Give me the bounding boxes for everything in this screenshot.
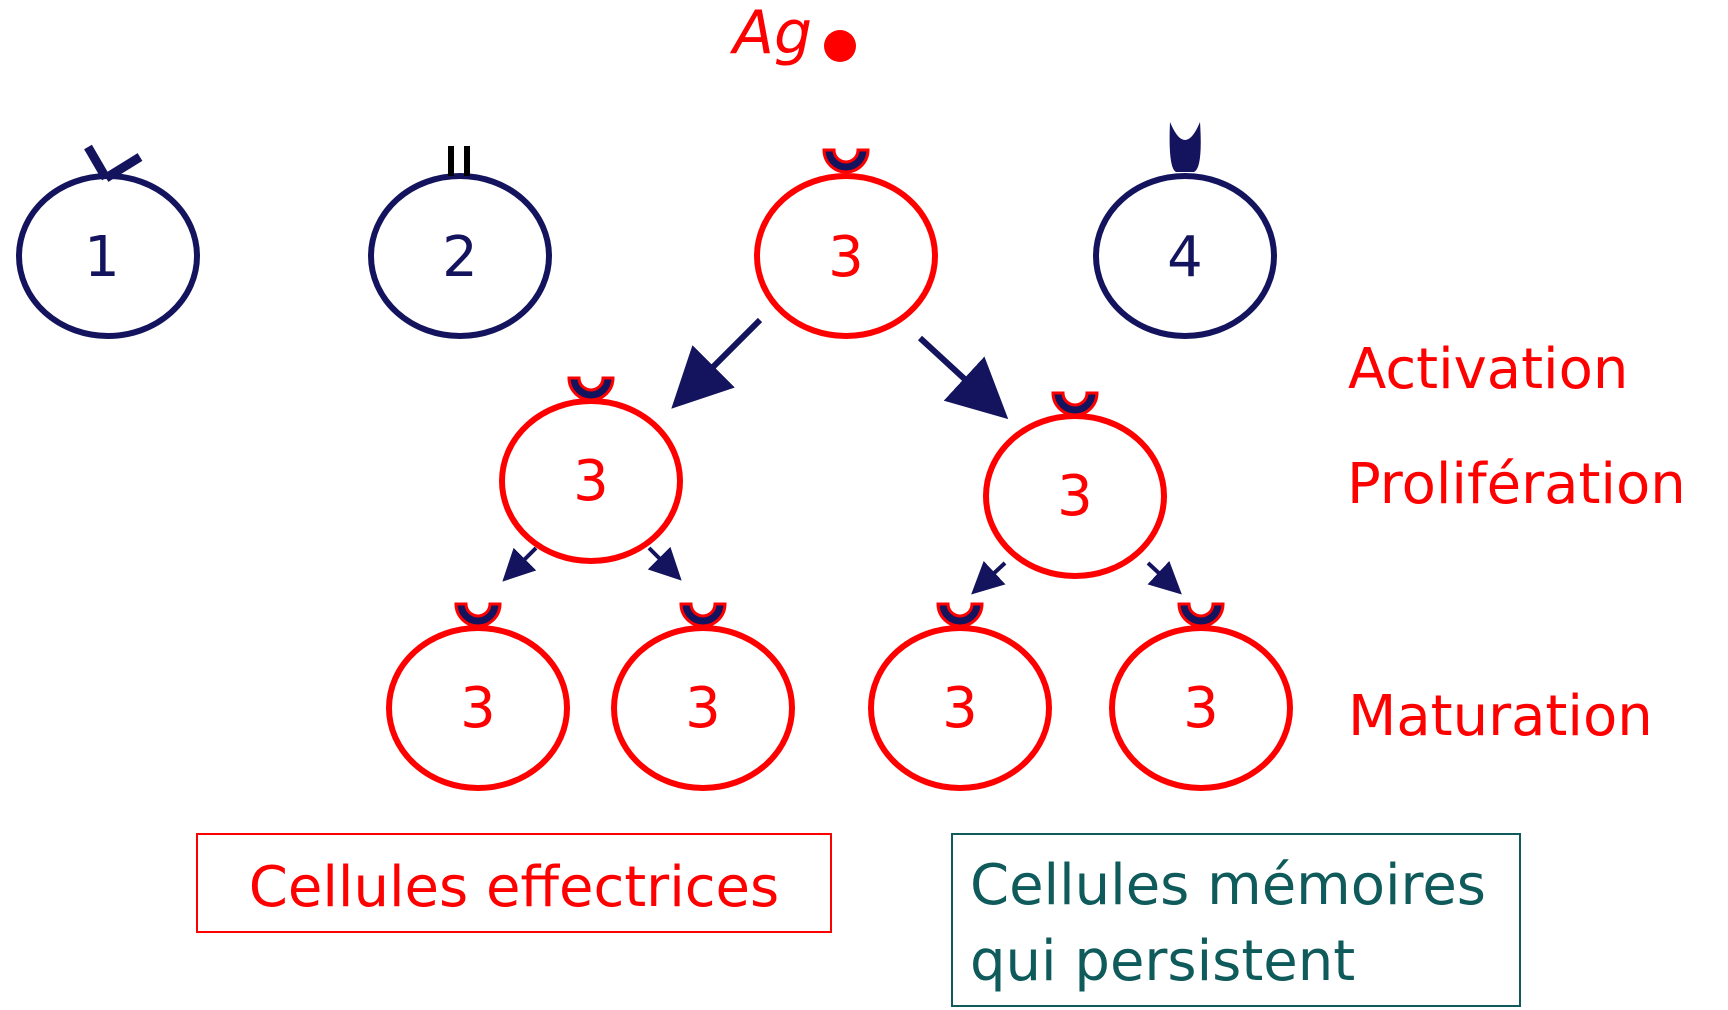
stage-activation: Activation (1348, 337, 1628, 402)
lymphocyte-gen2-left: 3 (499, 376, 683, 564)
lymphocyte-gen2-right: 3 (983, 391, 1167, 579)
lymphocyte-1: 1 (16, 144, 200, 339)
cell-4-label: 4 (1167, 225, 1203, 290)
receptor-cup (822, 148, 870, 174)
receptor-cup (567, 376, 615, 402)
cell-3-label: 3 (828, 225, 864, 290)
antigen-dot (824, 30, 856, 62)
arrow-to-gen3-a (502, 546, 538, 582)
gen3-b-label: 3 (685, 676, 721, 741)
receptor-y-shape (84, 144, 110, 181)
receptor-cup (679, 602, 727, 628)
gen3-d-label: 3 (1183, 676, 1219, 741)
lymphocyte-gen3-a: 3 (386, 602, 570, 791)
gen2-right-label: 3 (1057, 464, 1093, 529)
effector-cells-label: Cellules effectrices (249, 855, 779, 920)
stage-maturation: Maturation (1348, 684, 1653, 749)
arrow-to-gen3-d (1146, 560, 1182, 595)
cell-1-label: 1 (84, 225, 120, 290)
effector-cells-box: Cellules effectrices (196, 833, 832, 933)
receptor-fork (1169, 122, 1201, 172)
receptor-cup (936, 602, 984, 628)
gen2-left-label: 3 (573, 449, 609, 514)
receptor-cup (1177, 602, 1225, 628)
memory-cells-line2: qui persistent (970, 929, 1355, 994)
arrow-to-gen2-left (671, 317, 763, 409)
lymphocyte-gen3-b: 3 (611, 602, 795, 791)
gen3-c-label: 3 (942, 676, 978, 741)
stage-proliferation: Prolifération (1347, 452, 1686, 517)
cell-2-label: 2 (442, 225, 478, 290)
arrow-to-gen2-right (917, 335, 1009, 420)
lymphocyte-2: 2 (368, 146, 552, 339)
receptor-cup (454, 602, 502, 628)
memory-cells-line1: Cellules mémoires (970, 853, 1486, 918)
lymphocyte-3-activated: 3 (754, 148, 938, 339)
gen3-a-label: 3 (460, 676, 496, 741)
receptor-cup (1051, 391, 1099, 417)
memory-cells-box: Cellules mémoires qui persistent (951, 833, 1521, 1007)
lymphocyte-gen3-d: 3 (1109, 602, 1293, 791)
lymphocyte-gen3-c: 3 (868, 602, 1052, 791)
antigen-label: Ag (729, 0, 812, 68)
lymphocyte-4: 4 (1093, 122, 1277, 339)
arrow-to-gen3-b (647, 546, 682, 581)
arrow-to-gen3-c (971, 560, 1007, 595)
